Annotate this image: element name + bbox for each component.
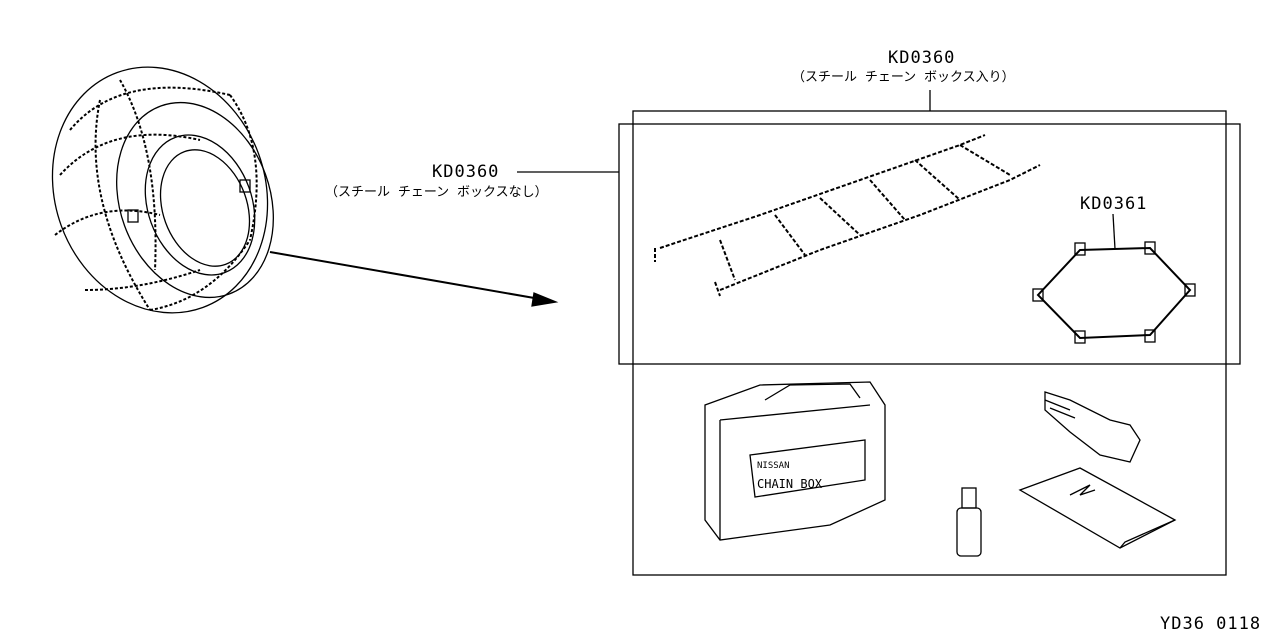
box-label-text: CHAIN BOX [757, 477, 823, 491]
mat-illustration [1018, 467, 1177, 549]
without-box-frame [618, 123, 1241, 365]
gloves-illustration [1044, 391, 1141, 463]
box-brand-text: NISSAN [757, 461, 790, 471]
with-box-part-code: KD0360 [888, 48, 956, 68]
arrow-icon [269, 251, 559, 307]
without-box-part-code: KD0360 [432, 162, 500, 182]
tightener-part-code: KD0361 [1080, 194, 1148, 214]
without-box-description: （スチール チェーン ボックスなし） [325, 185, 548, 200]
chain-box-illustration [704, 381, 886, 541]
tire-with-chain-illustration [51, 66, 274, 314]
with-box-frame [632, 110, 1227, 576]
tightener-ring-illustration [1032, 213, 1196, 344]
ladder-chain-illustration [654, 134, 1041, 297]
with-box-description: （スチール チェーン ボックス入り） [792, 70, 1015, 85]
spray-bottle-illustration [956, 487, 982, 557]
drawing-id: YD36 0118 [1160, 614, 1262, 634]
